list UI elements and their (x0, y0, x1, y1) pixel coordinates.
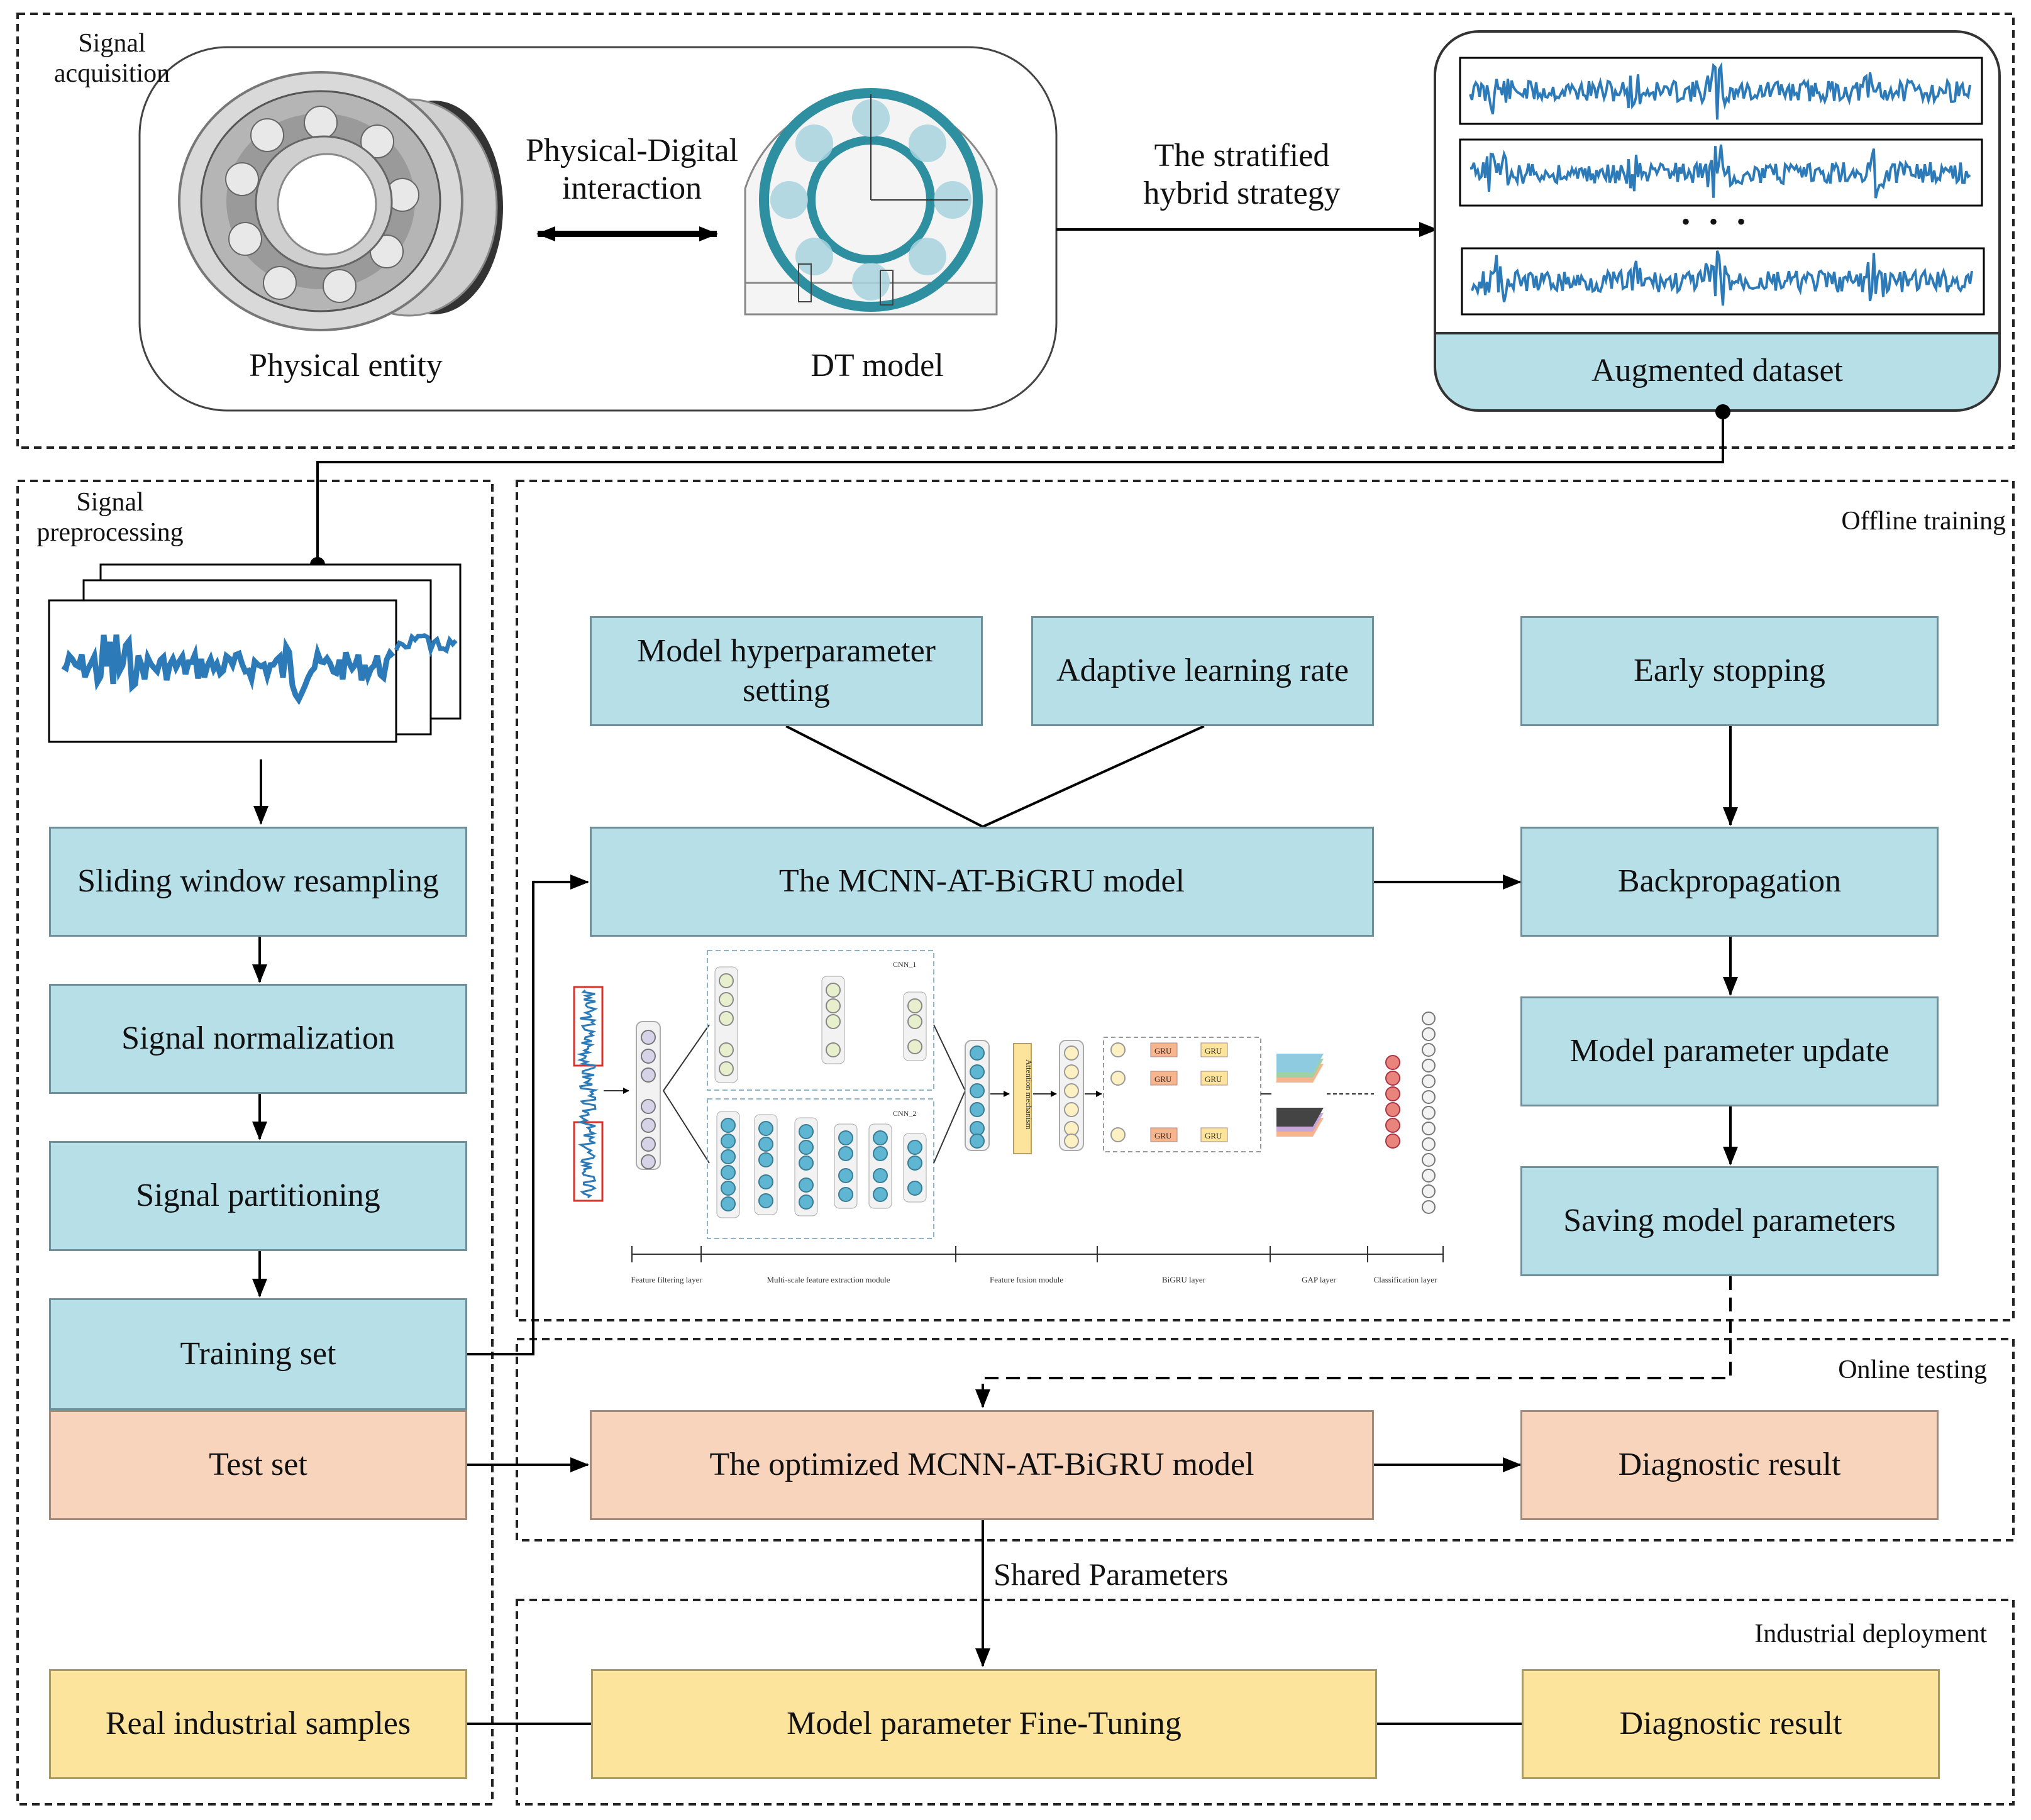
cnn1-label: CNN_1 (893, 960, 916, 969)
layer-label: Feature filtering layer (631, 1275, 702, 1284)
training-set-box: Training set (49, 1298, 467, 1410)
svg-text:GRU: GRU (1205, 1131, 1222, 1140)
layer-label: GAP layer (1302, 1275, 1336, 1284)
deployment-diagnostic-box: Diagnostic result (1522, 1669, 1940, 1779)
cnn-nodes (714, 966, 927, 1218)
online-testing-title: Online testing (1838, 1355, 1987, 1384)
optimized-model-box: The optimized MCNN-AT-BiGRU model (590, 1410, 1374, 1520)
filter-layer-nodes (641, 1030, 656, 1169)
shared-parameters-label: Shared Parameters (993, 1557, 1229, 1592)
dt-model-label: DT model (811, 348, 944, 383)
training-to-model-arrow (467, 874, 589, 1355)
layer-scale: Feature filtering layer Multi-scale featu… (631, 1246, 1444, 1284)
layer-label: BiGRU layer (1162, 1275, 1206, 1284)
physical-entity-label: Physical entity (249, 348, 443, 383)
frame-online-testing (516, 1338, 2015, 1541)
signal-acquisition-title: Signal acquisition (53, 29, 170, 89)
input-signal (576, 989, 599, 1199)
layer-label: Feature fusion module (990, 1275, 1063, 1284)
real-samples-box: Real industrial samples (49, 1669, 467, 1779)
normalization-box: Signal normalization (49, 984, 467, 1094)
hyperparameter-box: Model hyperparameter setting (590, 616, 983, 726)
augmented-dataset-label: Augmented dataset (1591, 353, 1843, 389)
dataset-ellipsis: • • • (1681, 207, 1752, 236)
layer-label: Multi-scale feature extraction module (766, 1275, 890, 1284)
bearing-image (178, 71, 503, 331)
sliding-window-box: Sliding window resampling (49, 827, 467, 937)
post-attention-nodes (1064, 1045, 1079, 1149)
config-merge-lines (785, 725, 1205, 829)
dt-model-image (744, 88, 998, 316)
layer-label: Classification layer (1374, 1275, 1437, 1284)
adaptive-lr-box: Adaptive learning rate (1031, 616, 1374, 726)
interaction-label: Physical-Digital interaction (526, 133, 738, 206)
gap-layers (1276, 1054, 1324, 1137)
svg-text:GRU: GRU (1154, 1131, 1172, 1140)
frame-industrial-deployment (516, 1599, 2015, 1806)
svg-text:GRU: GRU (1154, 1046, 1172, 1056)
waveform-3 (1471, 250, 1973, 306)
classification-nodes (1385, 1012, 1436, 1214)
param-update-box: Model parameter update (1520, 996, 1939, 1106)
fusion-nodes (970, 1045, 985, 1149)
svg-text:GRU: GRU (1205, 1046, 1222, 1056)
background-waveform (394, 632, 458, 658)
waveform-1 (1469, 62, 1971, 120)
early-stopping-box: Early stopping (1520, 616, 1939, 726)
preprocessing-arrows (252, 759, 268, 1298)
offline-training-title: Offline training (1841, 507, 2006, 536)
fine-tuning-box: Model parameter Fine-Tuning (591, 1669, 1377, 1779)
svg-text:GRU: GRU (1205, 1074, 1222, 1084)
cnn2-label: CNN_2 (893, 1109, 916, 1118)
attention-label: Attention mechanism (1024, 1059, 1034, 1130)
industrial-deployment-title: Industrial deployment (1754, 1619, 1987, 1648)
strategy-label: The stratified hybrid strategy (1143, 138, 1341, 211)
test-set-box: Test set (49, 1410, 467, 1520)
backprop-box: Backpropagation (1520, 827, 1939, 937)
signal-preprocessing-title: Signal preprocessing (36, 488, 184, 548)
dataset-connector (310, 404, 1730, 572)
preprocessing-waveform (61, 633, 396, 705)
diagnostic-result-box: Diagnostic result (1520, 1410, 1939, 1520)
signal-stack (48, 563, 462, 743)
augmented-dataset-card (1434, 30, 2001, 412)
saving-params-box: Saving model parameters (1520, 1166, 1939, 1276)
partitioning-box: Signal partitioning (49, 1141, 467, 1251)
bigru-block: GRU GRU GRU GRU GRU GRU (1110, 1042, 1228, 1142)
saving-to-optimized-dashed (975, 1276, 1732, 1408)
mcnn-model-box: The MCNN-AT-BiGRU model (590, 827, 1374, 937)
frame-signal-preprocessing (16, 480, 494, 1806)
svg-text:GRU: GRU (1154, 1074, 1172, 1084)
waveform-2 (1469, 144, 1971, 199)
